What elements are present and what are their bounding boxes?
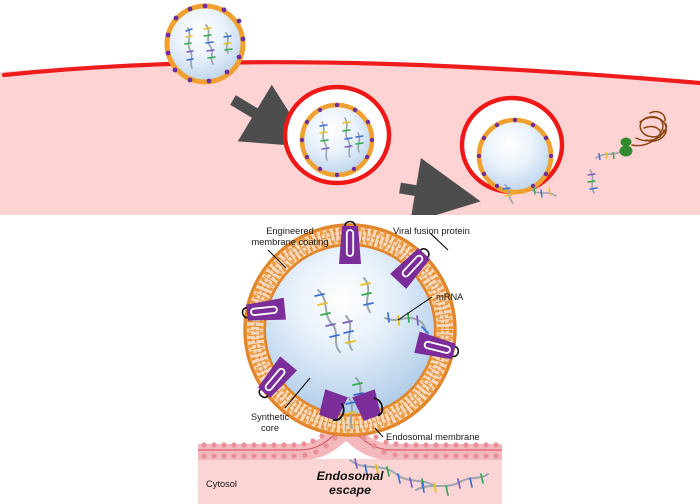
- arrow-uptake: [230, 84, 312, 147]
- label-endosomal-membrane: Endosomal membrane: [386, 432, 480, 442]
- label-viral-fusion-protein: Viral fusion protein: [393, 226, 470, 236]
- viral-fusion-protein-pore-right: [352, 389, 384, 421]
- mrna-strands-vesicle-1: [184, 24, 233, 69]
- viral-fusion-protein: [414, 331, 460, 360]
- bottom-panel: Engineered membrane coating Viral fusion…: [0, 215, 700, 504]
- late-endosome-particle-emptied: [459, 95, 565, 195]
- mrna-strands-vesicle-2: [319, 117, 364, 161]
- label-synthetic-core-line1: Synthetic: [251, 412, 290, 422]
- label-engineered-coating-line1: Engineered: [266, 226, 314, 236]
- label-cytosol: Cytosol: [206, 479, 237, 489]
- leader-viral-fusion-protein: [429, 232, 449, 251]
- folded-protein-chain: [631, 110, 667, 147]
- viral-fusion-protein-pore-left: [319, 389, 348, 422]
- leader-endosomal-membrane: [374, 427, 384, 438]
- viral-fusion-protein: [241, 297, 286, 321]
- leader-synthetic-core: [284, 377, 311, 409]
- label-synthetic-core-line2: core: [261, 423, 279, 433]
- ribosome-large-subunit: [619, 145, 633, 157]
- endosomal-lipid-heads: [201, 426, 499, 459]
- lipid-head-dots: [165, 3, 246, 84]
- label-mrna: mRNA: [436, 292, 464, 302]
- ribosome-translating-mrna: [595, 137, 633, 161]
- escaped-mrna-strands: [502, 169, 598, 204]
- viral-fusion-protein: [390, 248, 430, 289]
- arrow-escape: [399, 158, 481, 224]
- label-endosomal-escape-line2: escape: [329, 483, 371, 497]
- cytosol-region: [198, 459, 502, 504]
- leader-mrna: [397, 296, 433, 321]
- lipid-head-dots: [476, 117, 554, 189]
- viral-fusion-protein: [258, 356, 297, 399]
- ribosome-small-subunit: [620, 137, 632, 147]
- escaping-mrna-strands: [345, 397, 489, 496]
- label-endosomal-escape-line1: Endosomal: [317, 469, 384, 483]
- viral-fusion-proteins: [241, 220, 460, 422]
- viral-fusion-protein: [339, 220, 361, 264]
- cell-membrane-line: [1, 60, 700, 86]
- top-panel: [0, 3, 700, 224]
- lipid-head-dots: [299, 102, 375, 178]
- early-endosome-with-particle: [282, 84, 392, 186]
- label-engineered-coating-line2: membrane coating: [252, 237, 329, 247]
- leader-engineered-coating: [267, 249, 287, 269]
- mrna-particle-at-cell-surface: [164, 3, 246, 85]
